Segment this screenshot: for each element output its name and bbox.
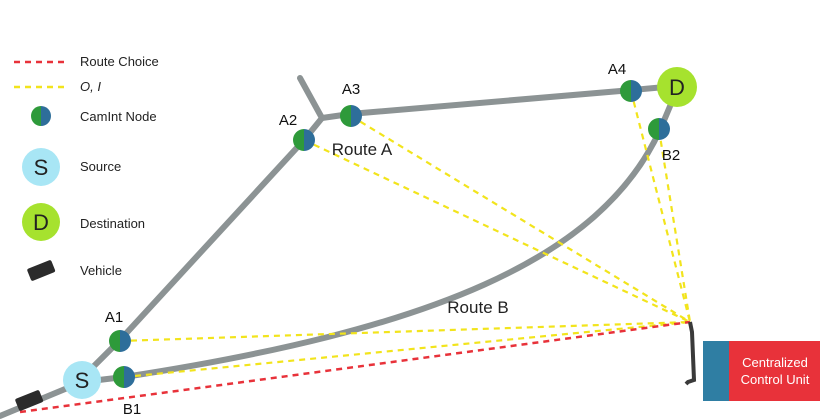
oi-link-a1 xyxy=(119,320,691,343)
node-label-b1: B1 xyxy=(123,401,141,418)
route-b-label: Route B xyxy=(447,298,508,317)
control-unit-label-line2: Control Unit xyxy=(741,372,810,387)
legend-destination-letter: D xyxy=(33,210,49,235)
legend-oi-label: O, I xyxy=(80,79,101,94)
source-node: S xyxy=(63,361,101,399)
route-a-road-lower xyxy=(79,115,325,381)
control-unit-label-line1: Centralized xyxy=(742,355,808,370)
legend-vehicle-icon xyxy=(27,260,56,281)
source-letter: S xyxy=(75,368,90,393)
destination-letter: D xyxy=(669,75,685,100)
route-choice-link xyxy=(19,320,691,414)
node-label-b2: B2 xyxy=(662,147,680,164)
control-unit-body xyxy=(729,341,820,401)
side-road-stub xyxy=(297,75,325,121)
oi-link-a2 xyxy=(303,139,691,323)
route-a-road-upper xyxy=(319,83,679,121)
road-network xyxy=(0,75,679,419)
oi-link-a3 xyxy=(350,115,691,323)
legend-destination-icon: D xyxy=(22,203,60,241)
vehicle xyxy=(15,390,44,411)
legend-source-icon: S xyxy=(22,148,60,186)
camint-node-a3 xyxy=(340,105,362,127)
antenna-icon xyxy=(684,321,697,386)
legend-route-choice-label: Route Choice xyxy=(80,54,159,69)
legend-vehicle-label: Vehicle xyxy=(80,263,122,278)
node-label-a3: A3 xyxy=(342,81,360,98)
oi-link-b1 xyxy=(123,320,691,379)
legend-source-letter: S xyxy=(34,155,49,180)
legend-destination-label: Destination xyxy=(80,216,145,231)
legend-camint-node-icon xyxy=(31,106,51,126)
node-label-a2: A2 xyxy=(279,112,297,129)
legend-source-label: Source xyxy=(80,159,121,174)
camint-node-a4 xyxy=(620,80,642,102)
destination-node: D xyxy=(657,67,697,107)
camint-node-a2 xyxy=(293,129,315,151)
control-unit: Centralized Control Unit xyxy=(684,321,820,401)
control-unit-side xyxy=(703,341,729,401)
camint-node-b2 xyxy=(648,118,670,140)
node-label-a1: A1 xyxy=(105,309,123,326)
camint-node-a1 xyxy=(109,330,131,352)
legend: Route Choice O, I CamInt Node S Source D… xyxy=(14,54,159,281)
node-label-a4: A4 xyxy=(608,61,626,78)
camint-node-b1 xyxy=(113,366,135,388)
route-a-label: Route A xyxy=(332,140,393,159)
legend-camint-node-label: CamInt Node xyxy=(80,109,157,124)
oi-links xyxy=(119,90,692,379)
route-b-road xyxy=(79,89,679,385)
oi-link-a4 xyxy=(629,90,692,323)
